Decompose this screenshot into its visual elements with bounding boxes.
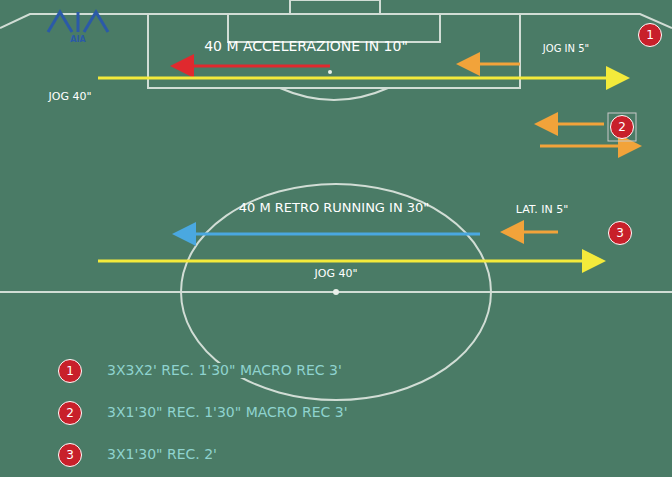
goal	[290, 0, 380, 14]
callout-number: 3	[58, 443, 82, 467]
drill-label: JOG 40"	[315, 268, 358, 280]
protocol-text: 3X1'30" REC. 2'	[104, 447, 220, 462]
goal-area	[228, 14, 440, 42]
logo-mark	[48, 12, 108, 32]
callout-number: 3	[608, 221, 632, 245]
lateral-arrow	[506, 231, 558, 234]
callout-number: 1	[58, 359, 82, 383]
drill-label: LAT. IN 5"	[516, 204, 569, 216]
callout-number: 2	[58, 401, 82, 425]
callout-text: 2	[618, 120, 626, 134]
penalty-arc	[280, 88, 388, 100]
jog-arrow	[98, 260, 600, 263]
callout-text: 3	[616, 226, 624, 240]
callout-text: 1	[66, 364, 74, 378]
jog-arrow	[462, 63, 520, 66]
penalty-spot	[328, 70, 332, 74]
drill-label: 40 M ACCELERAZIONE IN 10"	[204, 39, 408, 54]
callout-text: 2	[66, 406, 74, 420]
callout-text: 3	[66, 448, 74, 462]
logo-mark	[77, 12, 80, 32]
callout-text: 1	[646, 28, 654, 42]
sprint-arrow	[176, 65, 330, 68]
marker-square	[608, 113, 636, 141]
logo-text: AIA	[70, 36, 85, 45]
protocol-text: 3X3X2' REC. 1'30" MACRO REC 3'	[104, 363, 345, 378]
drill-label: 40 M RETRO RUNNING IN 30"	[239, 201, 430, 215]
protocol-text: 3X1'30" REC. 1'30" MACRO REC 3'	[104, 405, 351, 420]
retro-arrow	[178, 233, 480, 236]
jog-arrow	[98, 77, 624, 80]
center-spot	[333, 289, 339, 295]
shuttle-arrow	[540, 145, 636, 148]
shuttle-arrow	[540, 123, 604, 126]
drill-label: JOG IN 5"	[543, 43, 589, 54]
drill-label: JOG 40"	[49, 91, 92, 103]
callout-number: 1	[638, 23, 662, 47]
callout-number: 2	[610, 115, 634, 139]
